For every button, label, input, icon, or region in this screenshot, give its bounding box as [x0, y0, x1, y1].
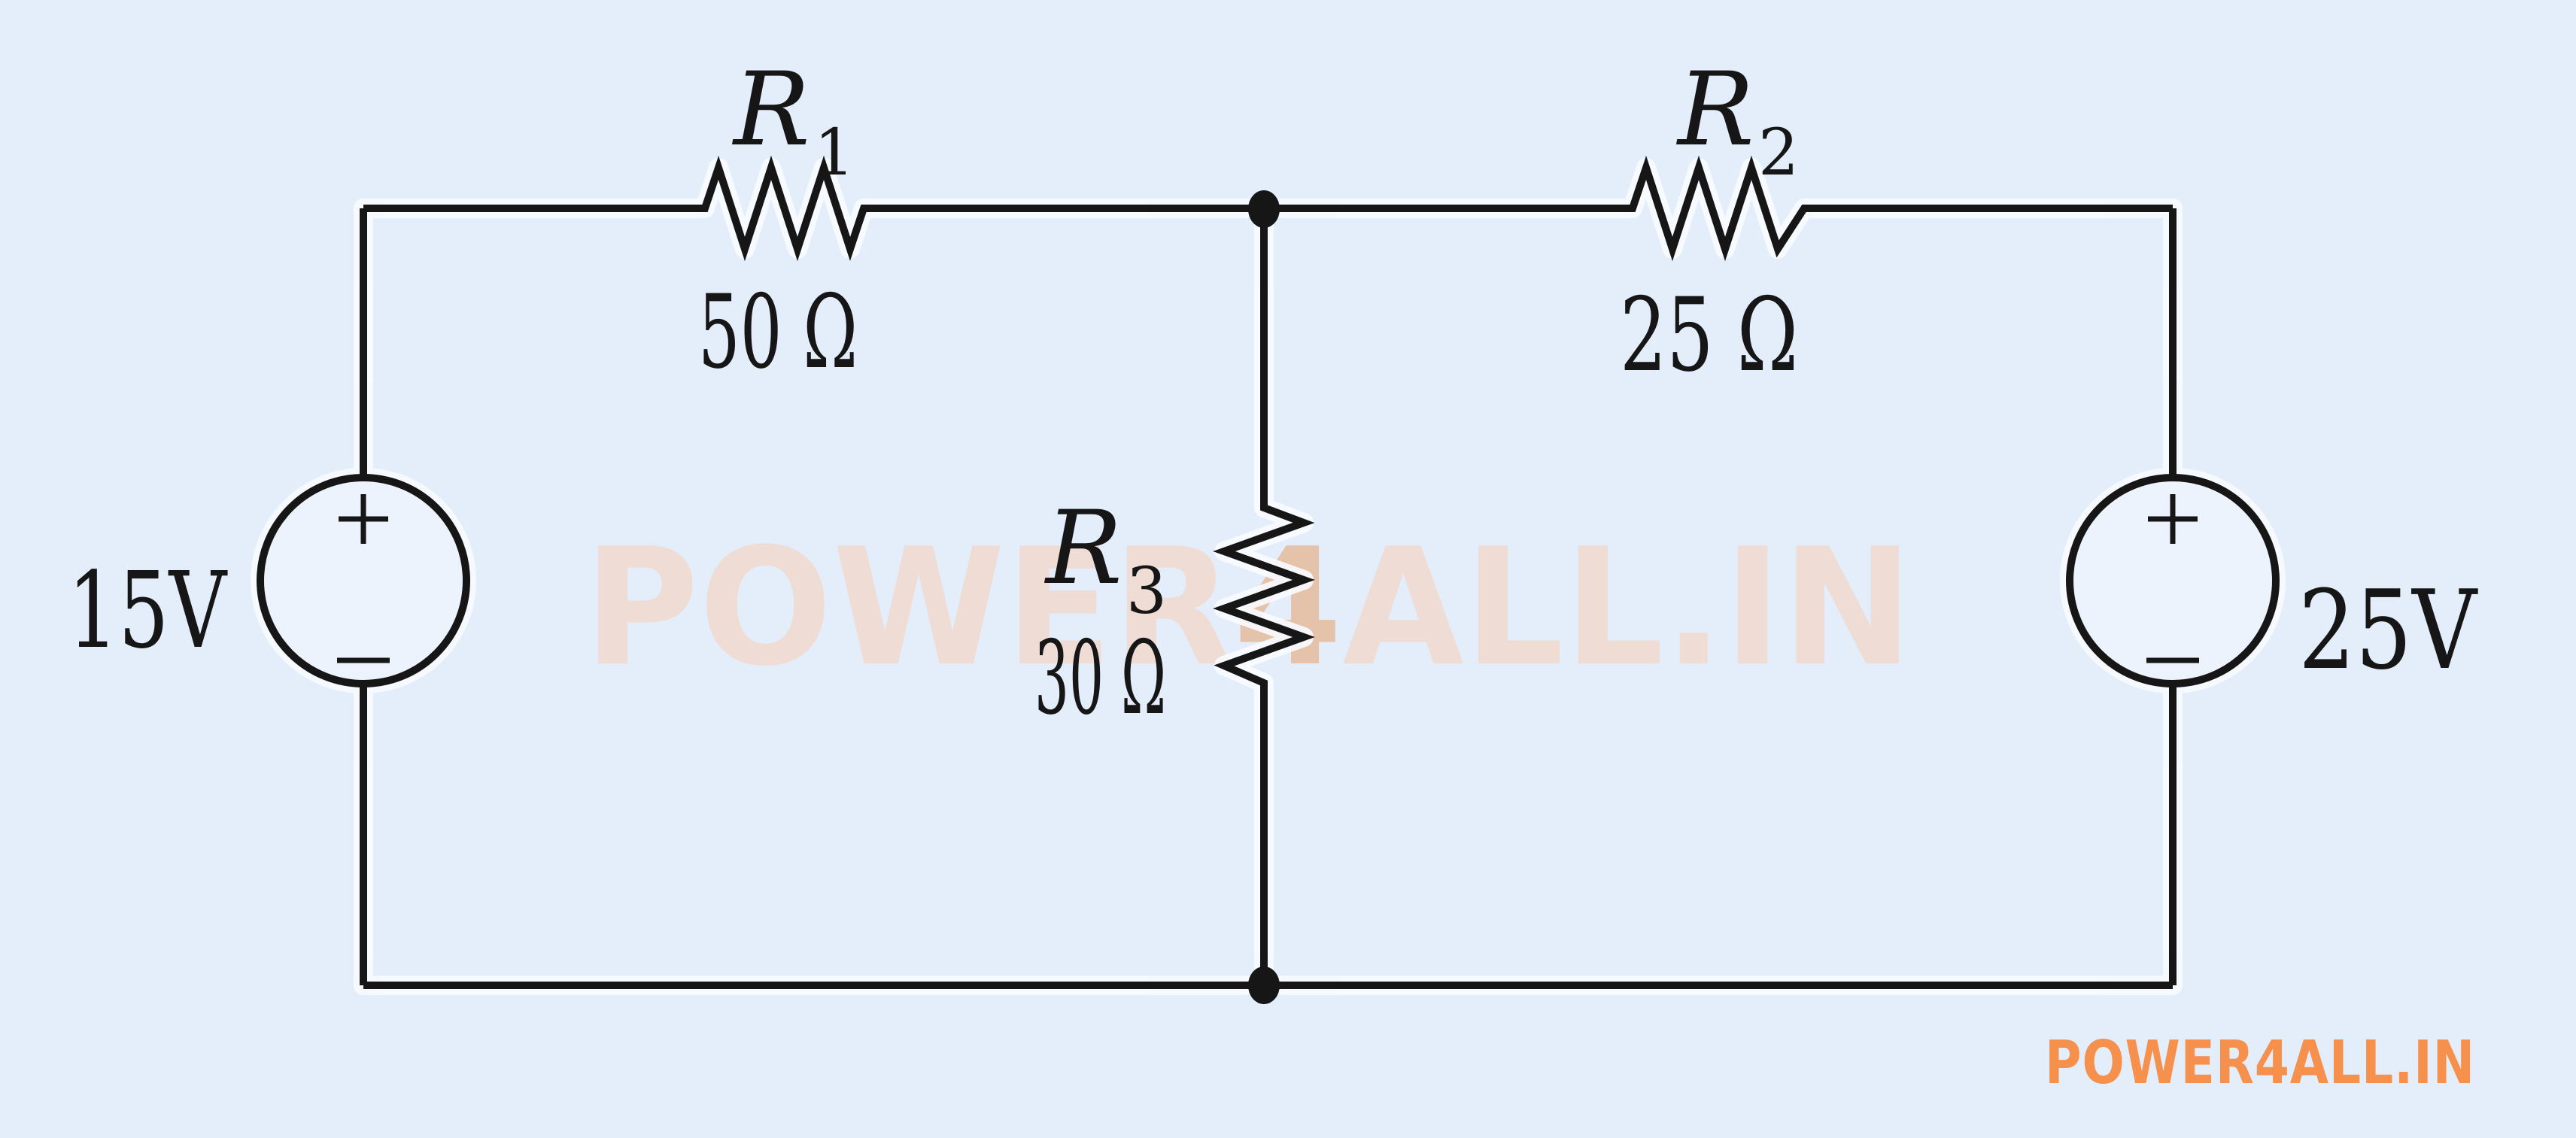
resistor-r1-symbol: R [731, 50, 810, 168]
voltage-source-right-label: 25V [2298, 567, 2478, 694]
corner-watermark: POWER4ALL.IN [2045, 1028, 2475, 1097]
resistor-r2-value: 25 Ω [1620, 276, 1798, 394]
resistor-r1-subscript: 1 [814, 116, 855, 190]
resistor-r3-symbol: R [1043, 489, 1122, 607]
center-watermark-part3: ALL.IN [1342, 513, 1913, 702]
resistor-r3-subscript: 3 [1126, 554, 1167, 629]
center-watermark: POWER4ALL.IN [584, 513, 1913, 702]
center-watermark-part1: POWER [584, 513, 1233, 702]
node-dot-bottom [1248, 967, 1280, 1004]
resistor-r3-value: 30 Ω [1034, 619, 1166, 737]
resistor-r2-subscript: 2 [1758, 116, 1799, 190]
node-dot-top [1248, 190, 1280, 228]
resistor-r1-value: 50 Ω [698, 273, 858, 391]
resistor-r2-symbol: R [1675, 50, 1754, 168]
voltage-source-left-label: 15V [68, 550, 228, 672]
